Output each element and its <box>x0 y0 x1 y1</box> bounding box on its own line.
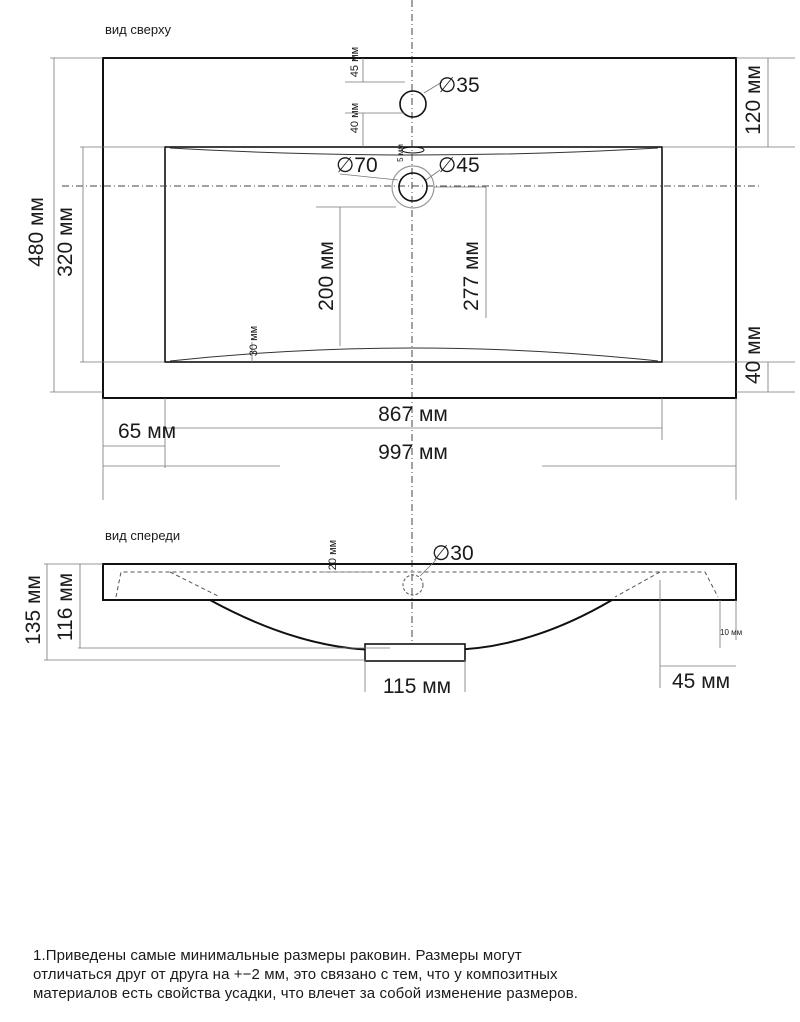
dim-65-label: 65 мм <box>118 420 176 443</box>
front-view-title: вид спереди <box>105 528 180 543</box>
dim-277-label: 277 мм <box>460 241 483 311</box>
leader-35 <box>423 81 443 94</box>
dim-40-upper-label: 40 мм <box>349 103 361 133</box>
front-drain-block <box>364 643 466 662</box>
dim-30-label: 30 мм <box>248 326 260 356</box>
leader-70 <box>339 173 399 181</box>
dim-867-label: 867 мм <box>378 403 448 426</box>
dim-200-label: 200 мм <box>315 241 338 311</box>
front-inner-dashed <box>115 571 719 598</box>
dim-45-front-label: 45 мм <box>672 670 730 693</box>
overflow-slot <box>401 146 425 154</box>
dim-320-label: 320 мм <box>54 207 77 277</box>
front-faucet-hole <box>402 574 424 596</box>
dia-70-label: ∅70 <box>336 154 378 177</box>
dim-120-label: 120 мм <box>742 65 765 135</box>
dim-5-label: 5 мм <box>396 144 405 162</box>
leader-30 <box>419 559 437 577</box>
front-bowl-curve <box>209 599 613 651</box>
front-slab-outline <box>102 563 737 601</box>
dim-997-label: 997 мм <box>378 441 448 464</box>
dia-45-label: ∅45 <box>438 154 480 177</box>
dim-10-label: 10 мм <box>720 628 742 637</box>
dim-480-label: 480 мм <box>25 197 48 267</box>
footnote-line-3: материалов есть свойства усадки, что вле… <box>33 985 579 1002</box>
leader-45 <box>425 169 441 181</box>
footnote-line-1: 1.Приведены самые минимальные размеры ра… <box>33 947 522 964</box>
footnote: 1.Приведены самые минимальные размеры ра… <box>33 946 793 1003</box>
dim-116-label: 116 мм <box>54 573 77 641</box>
drain-inner <box>398 172 428 202</box>
dim-45-label: 45 мм <box>349 47 361 77</box>
dia-35-label: ∅35 <box>438 74 480 97</box>
top-outer-outline <box>102 57 737 399</box>
bowl-outline <box>164 146 663 363</box>
bowl-top-curve <box>169 147 659 156</box>
bowl-bottom-curve <box>169 347 659 362</box>
dia-30-label: ∅30 <box>432 542 474 565</box>
dim-115-label: 115 мм <box>383 675 451 698</box>
front-inner-dashed-slopes <box>169 571 661 598</box>
top-view-title: вид сверху <box>105 22 171 37</box>
faucet-hole <box>399 90 427 118</box>
dim-40-right-label: 40 мм <box>742 326 765 384</box>
footnote-line-2: отличаться друг от друга на +−2 мм, это … <box>33 966 558 983</box>
dim-135-label: 135 мм <box>22 575 45 645</box>
dim-20-label: 20 мм <box>327 540 339 570</box>
